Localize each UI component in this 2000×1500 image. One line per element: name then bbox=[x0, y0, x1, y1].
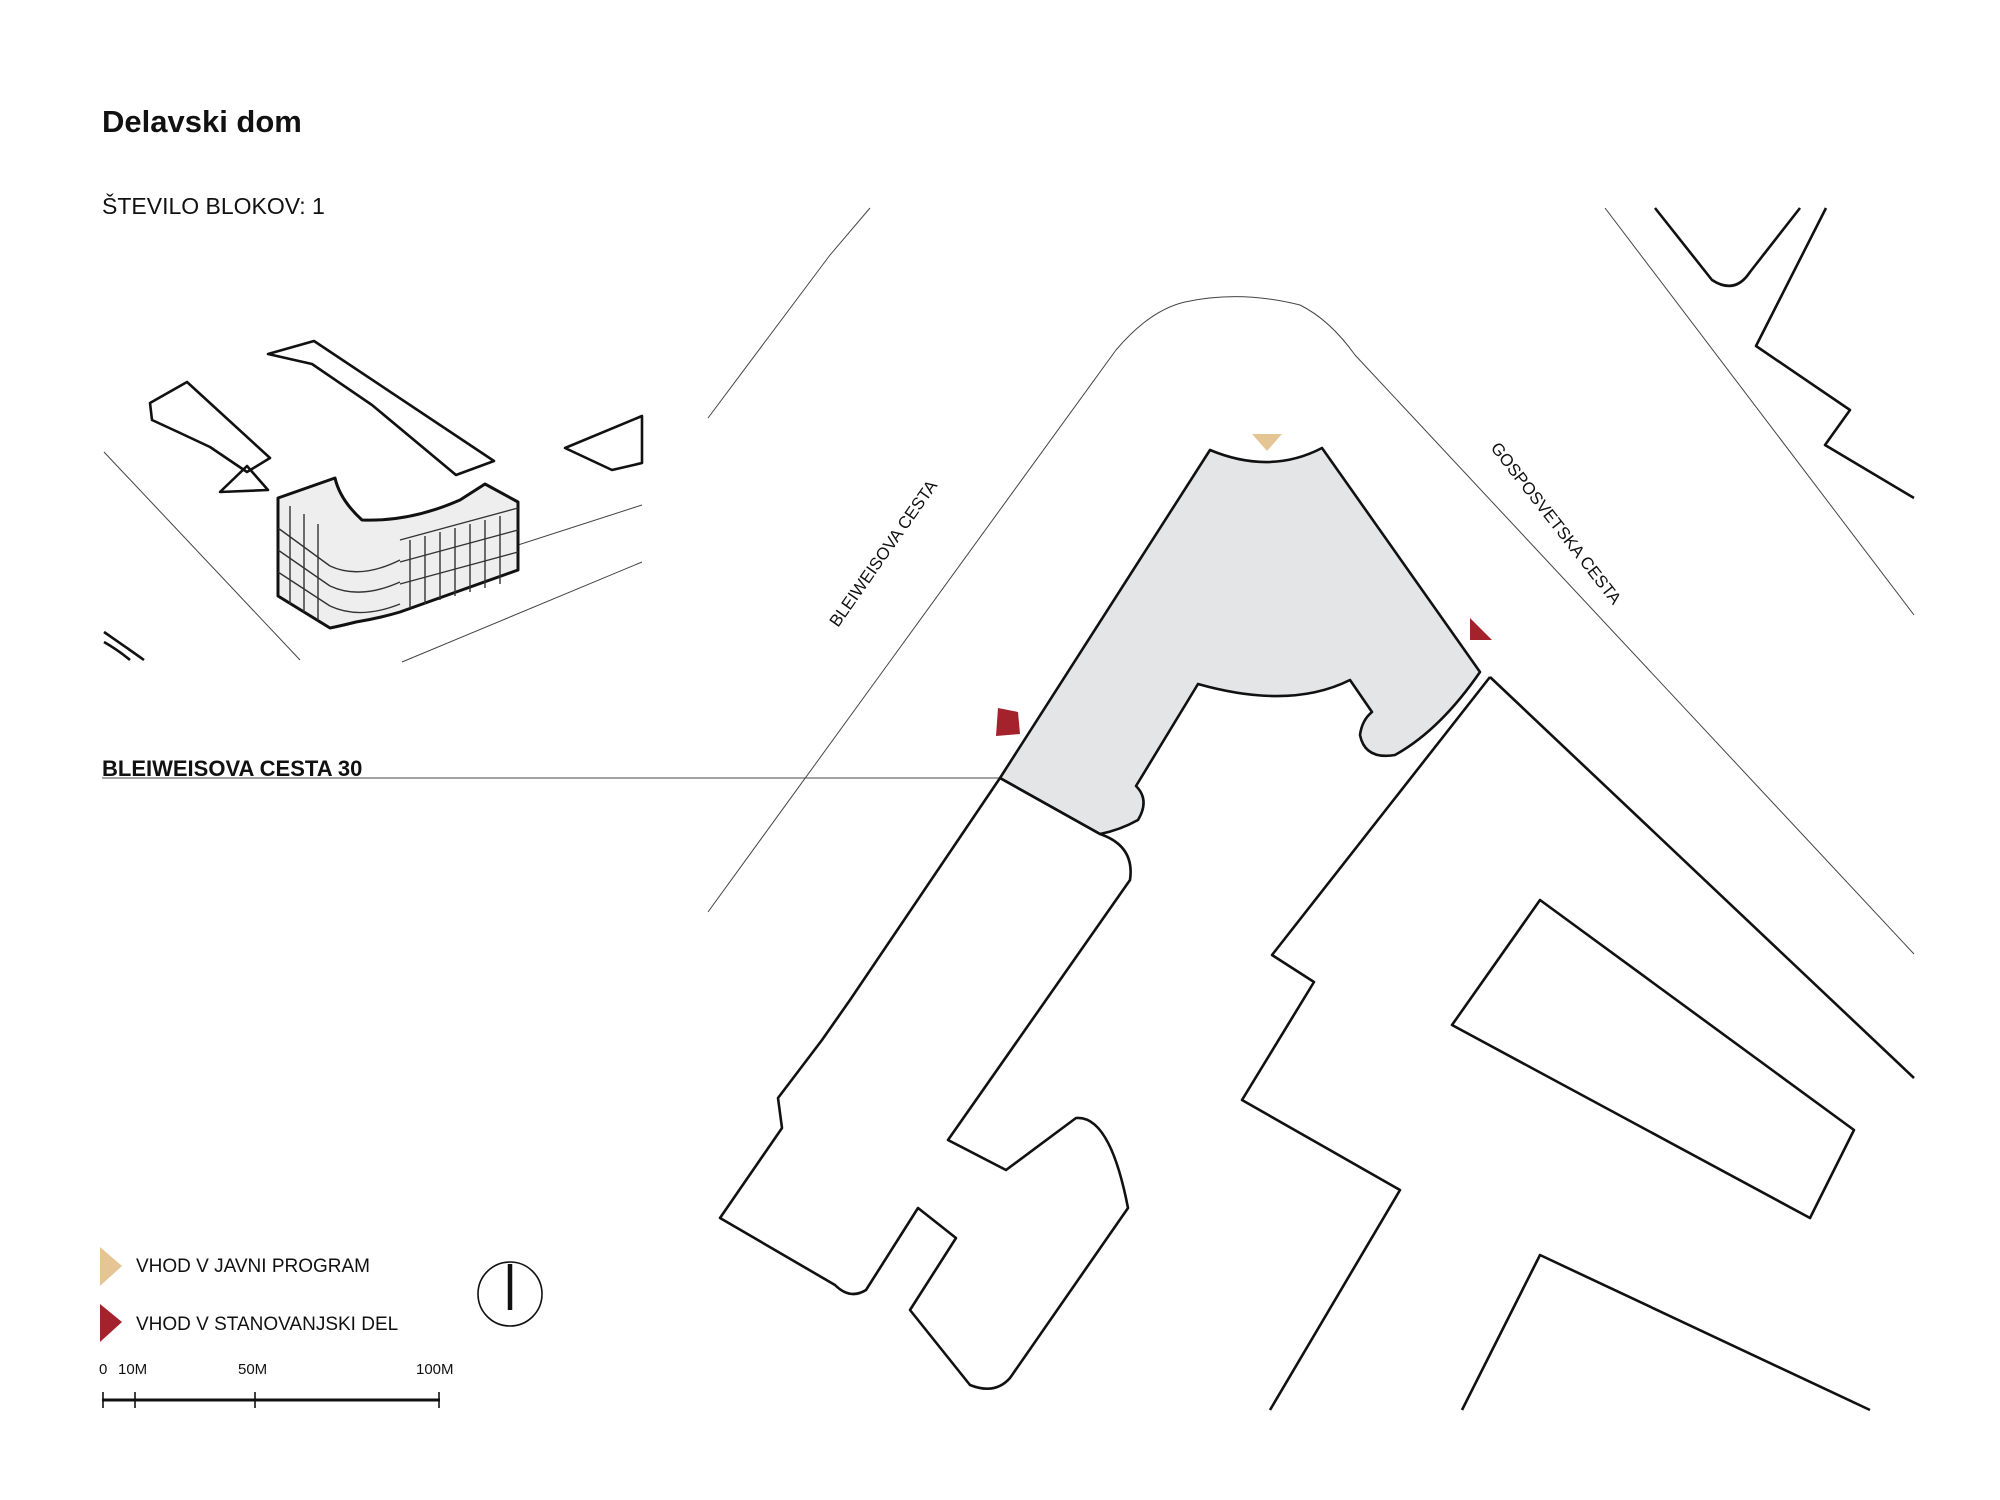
scale-tick-label: 100M bbox=[416, 1361, 454, 1378]
building-southeast bbox=[1460, 1253, 1871, 1412]
axo-curb bbox=[103, 630, 145, 662]
scale-bar: 0 10M 50M 100M bbox=[99, 1361, 454, 1408]
axo-street-line bbox=[103, 451, 301, 661]
legend-public-entrance-icon bbox=[100, 1247, 122, 1286]
axo-building bbox=[563, 414, 644, 472]
street-label-bleiweisova: BLEIWEISOVA CESTA bbox=[826, 476, 942, 630]
legend: VHOD V JAVNI PROGRAM VHOD V STANOVANJSKI… bbox=[100, 1247, 398, 1342]
residential-entrance-marker-west bbox=[996, 708, 1020, 736]
street-label-gosposvetska: GOSPOSVETSKA CESTA bbox=[1487, 439, 1625, 609]
north-arrow-icon bbox=[477, 1261, 543, 1327]
axo-building bbox=[266, 339, 496, 477]
legend-public-entrance-label: VHOD V JAVNI PROGRAM bbox=[136, 1256, 370, 1277]
building-east bbox=[1240, 676, 1492, 1411]
residential-entrance-marker-east bbox=[1470, 618, 1492, 640]
axo-highlight-building bbox=[276, 476, 520, 630]
page-title: Delavski dom bbox=[102, 104, 302, 139]
street-edge-gosposvetska bbox=[1604, 207, 1915, 616]
highlight-building-delavski-dom bbox=[998, 446, 1482, 836]
address-label: BLEIWEISOVA CESTA 30 bbox=[102, 756, 362, 781]
legend-residential-entrance-label: VHOD V STANOVANJSKI DEL bbox=[136, 1314, 398, 1335]
building-south bbox=[718, 776, 1132, 1390]
axo-building bbox=[218, 464, 270, 494]
street-edge-inner bbox=[707, 296, 1915, 955]
axo-building bbox=[148, 380, 272, 474]
scale-tick-label: 50M bbox=[238, 1361, 267, 1378]
building-far-east bbox=[1754, 207, 1915, 500]
public-entrance-marker bbox=[1252, 434, 1282, 451]
scale-tick-label: 10M bbox=[118, 1361, 147, 1378]
axo-facade-lines bbox=[277, 506, 519, 620]
axo-street-line bbox=[517, 504, 643, 546]
street-edge-bleiweisova bbox=[707, 207, 871, 419]
scale-tick-label: 0 bbox=[99, 1361, 107, 1378]
axo-street-line bbox=[401, 561, 643, 663]
building-north-east bbox=[1653, 207, 1802, 288]
axonometric-view bbox=[103, 339, 644, 663]
building-east-block bbox=[1450, 898, 1856, 1220]
building-edge-east bbox=[1489, 676, 1915, 1079]
legend-residential-entrance-icon bbox=[100, 1304, 122, 1342]
block-count: ŠTEVILO BLOKOV: 1 bbox=[102, 192, 325, 219]
axo-curb bbox=[103, 640, 131, 661]
